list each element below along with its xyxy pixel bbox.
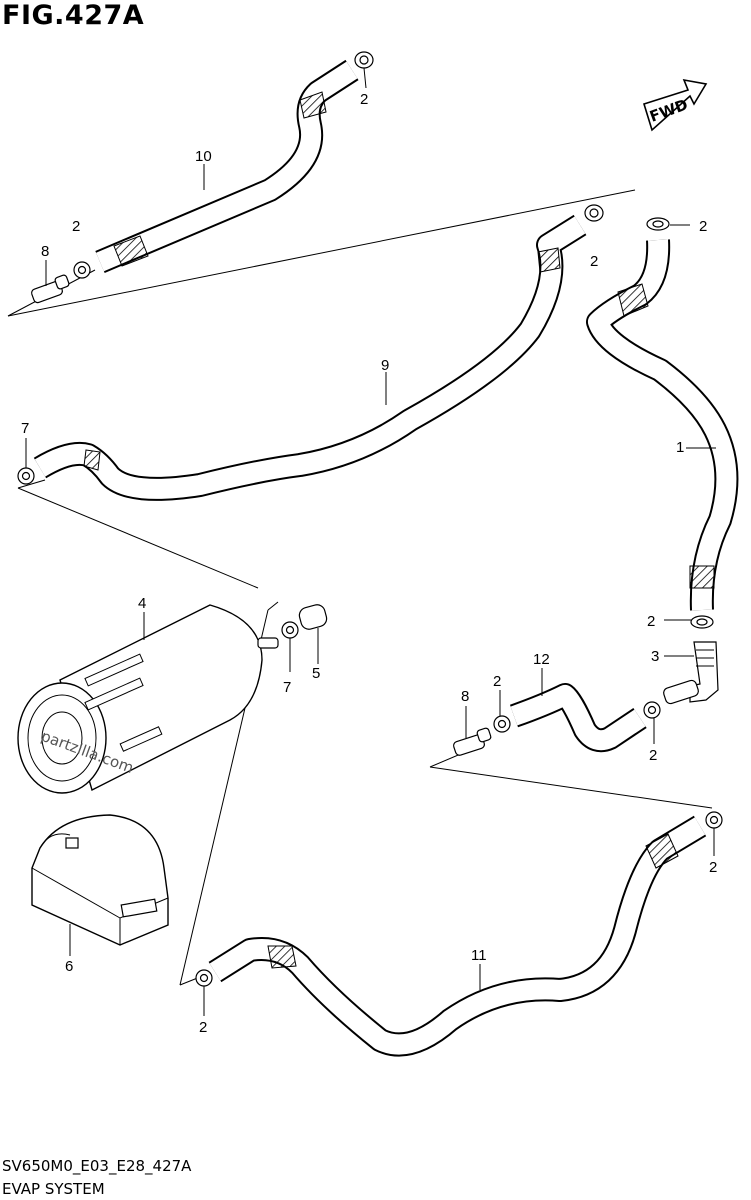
- hose-1: [586, 239, 739, 611]
- clamp-2-hose11-left: [195, 969, 213, 987]
- clamp-2-hose1-top: [646, 217, 670, 231]
- clamp-2-hose1-bottom: [690, 615, 714, 629]
- figure-title: FIG.427A: [2, 0, 145, 31]
- callout-joint-3: 3: [651, 648, 659, 665]
- joint-3: [663, 641, 719, 705]
- callout-clamp-2-hose11-left: 2: [199, 1019, 207, 1036]
- bracket-6: [31, 814, 169, 946]
- clamp-7-hose9: [17, 467, 35, 485]
- fitting-8-top: [31, 274, 70, 304]
- clamp-2-hose10: [73, 261, 91, 279]
- clamp-2-top: [354, 51, 374, 69]
- leader-lines: [25, 67, 716, 1016]
- callout-canister-4: 4: [138, 595, 146, 612]
- callout-hose-10: 10: [195, 148, 212, 165]
- callout-clamp-7-hose9: 7: [21, 420, 29, 437]
- fwd-arrow-icon: FWD: [643, 78, 708, 132]
- figure-code: SV650M0_E03_E28_427A: [2, 1157, 192, 1175]
- canister-4: [17, 604, 279, 794]
- callout-clamp-2-hose12-right: 2: [649, 747, 657, 764]
- callout-hose-1: 1: [676, 439, 684, 456]
- figure-name: EVAP SYSTEM: [2, 1180, 105, 1198]
- callout-cap-5: 5: [312, 665, 320, 682]
- callout-fitting-8-top: 8: [41, 243, 49, 260]
- callout-hose-9: 9: [381, 357, 389, 374]
- cap-5: [298, 604, 328, 630]
- callout-clamp-2-hose9-top: 2: [590, 253, 598, 270]
- callout-clamp-2-hose11-right: 2: [709, 859, 717, 876]
- clamp-2-hose9-top: [584, 204, 604, 222]
- clamp-2-hose12-left: [493, 715, 511, 733]
- hose-9: [33, 214, 587, 501]
- clamp-2-hose12-right: [643, 701, 661, 719]
- fitting-8-mid: [453, 727, 492, 756]
- callout-bracket-6: 6: [65, 958, 73, 975]
- callout-hose-11: 11: [471, 947, 487, 964]
- fwd-label: FWD: [647, 95, 690, 125]
- callout-clamp-2-hose1-top: 2: [699, 218, 707, 235]
- callout-hose-12: 12: [533, 651, 550, 668]
- hose-11: [208, 815, 707, 1057]
- callout-clamp-2-top: 2: [360, 91, 368, 108]
- callout-fitting-8-mid: 8: [461, 688, 469, 705]
- callout-clamp-2-hose12-left: 2: [493, 673, 501, 690]
- clamp-2-hose11-right: [705, 811, 723, 829]
- callout-clamp-2-hose10: 2: [72, 218, 80, 235]
- hose-12: [509, 683, 647, 753]
- hose-10: [95, 59, 359, 274]
- callout-clamp-2-hose1-bottom: 2: [647, 613, 655, 630]
- clamp-7-canister: [281, 621, 299, 639]
- callout-clamp-7-canister: 7: [283, 679, 291, 696]
